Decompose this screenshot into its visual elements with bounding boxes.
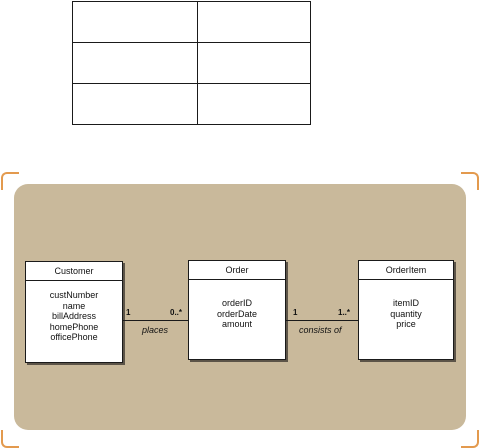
orderitem-class-name: OrderItem xyxy=(359,261,453,280)
association-label-consists-of: consists of xyxy=(299,325,342,335)
association-consists-of-line xyxy=(286,320,358,321)
multiplicity-order-side: 0..* xyxy=(170,308,183,317)
attribute: orderDate xyxy=(216,308,258,319)
association-places-line xyxy=(123,320,188,321)
attribute: officePhone xyxy=(50,332,98,342)
customer-class-name: Customer xyxy=(26,262,122,281)
frame-corner-bottom-right xyxy=(461,430,479,448)
attribute: amount xyxy=(221,319,253,329)
attribute: custNumber xyxy=(49,290,99,300)
frame-corner-top-left xyxy=(1,172,19,190)
table-row xyxy=(72,42,311,84)
orderitem-class-box: OrderItem itemID quantity price xyxy=(358,260,454,360)
frame-corner-bottom-left xyxy=(1,430,19,448)
order-class-box: Order orderID orderDate amount xyxy=(188,260,286,360)
table-cell xyxy=(72,1,198,43)
table-row xyxy=(72,83,311,125)
table-cell xyxy=(197,42,311,84)
orderitem-attributes: itemID quantity price xyxy=(359,280,453,330)
attribute: orderID xyxy=(221,298,252,308)
empty-table xyxy=(72,1,311,125)
attribute: billAddress xyxy=(51,311,97,321)
table-cell xyxy=(72,42,198,84)
attribute: quantity xyxy=(390,308,422,319)
table-cell xyxy=(197,1,311,43)
frame-corner-top-right xyxy=(461,172,479,190)
table-cell xyxy=(197,83,311,125)
table-cell xyxy=(72,83,198,125)
multiplicity-orderitem-side: 1..* xyxy=(338,308,351,317)
attribute: price xyxy=(396,319,416,329)
table-row xyxy=(72,1,311,43)
association-label-places: places xyxy=(142,325,169,335)
multiplicity-order-side: 1 xyxy=(293,308,298,317)
attribute: itemID xyxy=(392,298,419,308)
attribute: homePhone xyxy=(49,321,99,332)
multiplicity-customer-side: 1 xyxy=(126,308,131,317)
order-class-name: Order xyxy=(189,261,285,280)
customer-attributes: custNumber name billAddress homePhone of… xyxy=(26,281,122,343)
attribute: name xyxy=(62,300,86,311)
order-attributes: orderID orderDate amount xyxy=(189,280,285,330)
customer-class-box: Customer custNumber name billAddress hom… xyxy=(25,261,123,363)
